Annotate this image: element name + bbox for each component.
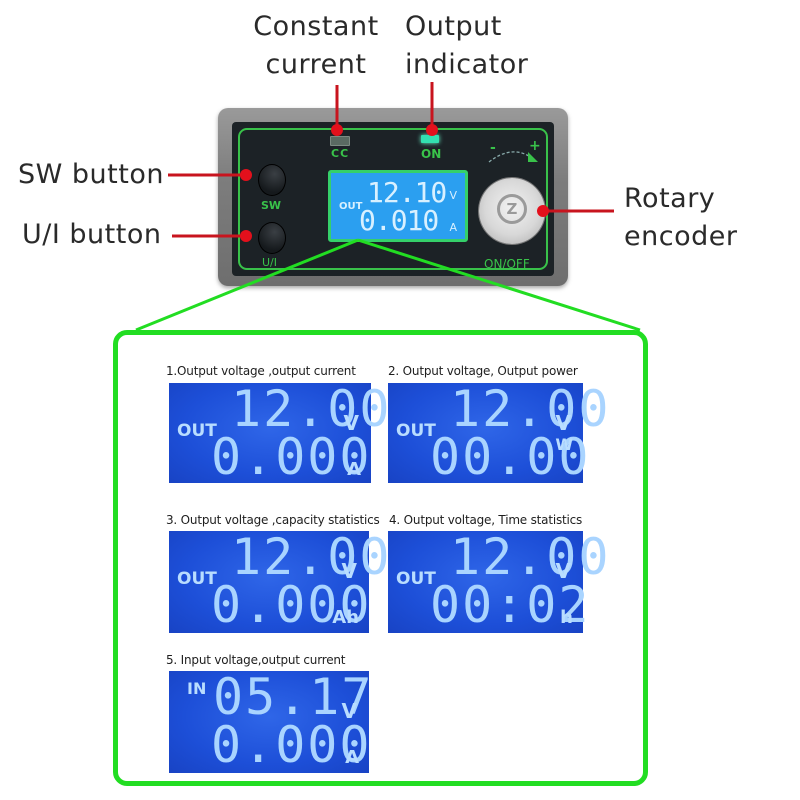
device-lcd-label: OUT <box>339 201 363 212</box>
mode-3-title: 3. Output voltage ,capacity statistics <box>166 513 380 527</box>
device-lcd-voltage-unit: V <box>449 189 457 202</box>
rotation-arc-icon <box>488 151 538 163</box>
mode-lcd-label: OUT <box>177 421 217 441</box>
mode-lcd-row2: 0.000 <box>211 716 372 774</box>
sw-label: SW <box>261 199 282 212</box>
mode-lcd-label: OUT <box>396 421 436 441</box>
cc-led <box>330 136 350 146</box>
callout-text-line: Output <box>405 11 502 42</box>
knob-minus-icon: - <box>490 140 496 156</box>
callout-rotary-encoder: Rotary encoder <box>624 180 737 256</box>
mode-lcd-label: OUT <box>177 569 217 589</box>
display-modes-panel: 1.Output voltage ,output current OUT 12.… <box>113 330 648 786</box>
mode-lcd-row2-unit: A <box>347 459 361 480</box>
device-lcd-current: 0.010 <box>359 204 439 237</box>
mode-3-lcd: OUT 12.00 V 0.000 Ah <box>169 529 390 634</box>
power-logo-icon: Z <box>497 194 527 224</box>
device-lcd-voltage: 12.10 <box>367 176 447 209</box>
callout-output-indicator: Output indicator <box>405 8 528 84</box>
callout-text-line: encoder <box>624 221 738 252</box>
callout-text-line: Constant <box>253 11 379 42</box>
mode-lcd-row1-unit: V <box>555 411 571 435</box>
mode-lcd-row2: 0.000 <box>211 576 372 634</box>
mode-2-lcd: OUT 12.00 V 00.00 W <box>388 381 609 485</box>
callout-ui-button: U/I button <box>22 219 162 250</box>
mode-5-lcd: IN 05.17 V 0.000 A <box>169 669 372 774</box>
faceplate-green-frame <box>238 128 548 270</box>
mode-lcd-row2: 00.00 <box>430 428 591 486</box>
mode-lcd-row2: 00:02 <box>430 576 591 634</box>
mode-1-lcd: OUT 12.00 V 0.000 A <box>169 381 390 486</box>
mode-lcd-row2-unit: W <box>555 435 573 454</box>
knob-on-off-label: ON/OFF <box>484 257 530 271</box>
mode-lcd-label: OUT <box>396 569 436 589</box>
device-lcd: OUT 12.10 V 0.010 A <box>328 170 468 242</box>
on-led <box>421 135 439 143</box>
mode-lcd-row2: 0.000 <box>211 428 372 486</box>
mode-lcd-row1: 12.00 <box>450 528 611 586</box>
mode-lcd-row2-unit: Ah <box>332 607 359 628</box>
mode-2-title: 2. Output voltage, Output power <box>388 364 578 378</box>
callout-text-line: Rotary <box>624 183 716 214</box>
on-label: ON <box>421 147 442 161</box>
mode-1-title: 1.Output voltage ,output current <box>166 364 356 378</box>
mode-lcd-row2-unit: A <box>345 747 359 768</box>
knob-plus-icon: + <box>529 138 541 154</box>
mode-lcd-row2-unit: h <box>560 607 573 628</box>
mode-lcd-row1-unit: V <box>341 699 357 723</box>
sw-button[interactable] <box>258 164 286 196</box>
mode-lcd-row1-unit: V <box>343 411 359 435</box>
mode-lcd-row1-unit: V <box>341 559 357 583</box>
mode-lcd-row1: 12.00 <box>231 380 392 438</box>
rotary-encoder-knob[interactable]: Z <box>479 178 545 244</box>
mode-4-title: 4. Output voltage, Time statistics <box>389 513 583 527</box>
mode-lcd-row1-unit: V <box>555 559 571 583</box>
mode-lcd-row1: 05.17 <box>213 668 374 726</box>
device-lcd-current-unit: A <box>449 221 457 234</box>
ui-label: U/I <box>262 256 278 269</box>
mode-lcd-label: IN <box>187 679 207 698</box>
mode-lcd-row1: 12.00 <box>450 380 611 438</box>
mode-4-lcd: OUT 12.00 V 00:02 h <box>388 529 609 633</box>
ui-button[interactable] <box>258 222 286 254</box>
cc-label: CC <box>331 147 350 160</box>
callout-constant-current: Constant current <box>246 8 386 84</box>
callout-text-line: current <box>265 49 367 80</box>
callout-text-line: indicator <box>405 49 529 80</box>
callout-sw-button: SW button <box>18 159 164 190</box>
mode-5-title: 5. Input voltage,output current <box>166 653 346 667</box>
mode-lcd-row1: 12.00 <box>231 528 392 586</box>
